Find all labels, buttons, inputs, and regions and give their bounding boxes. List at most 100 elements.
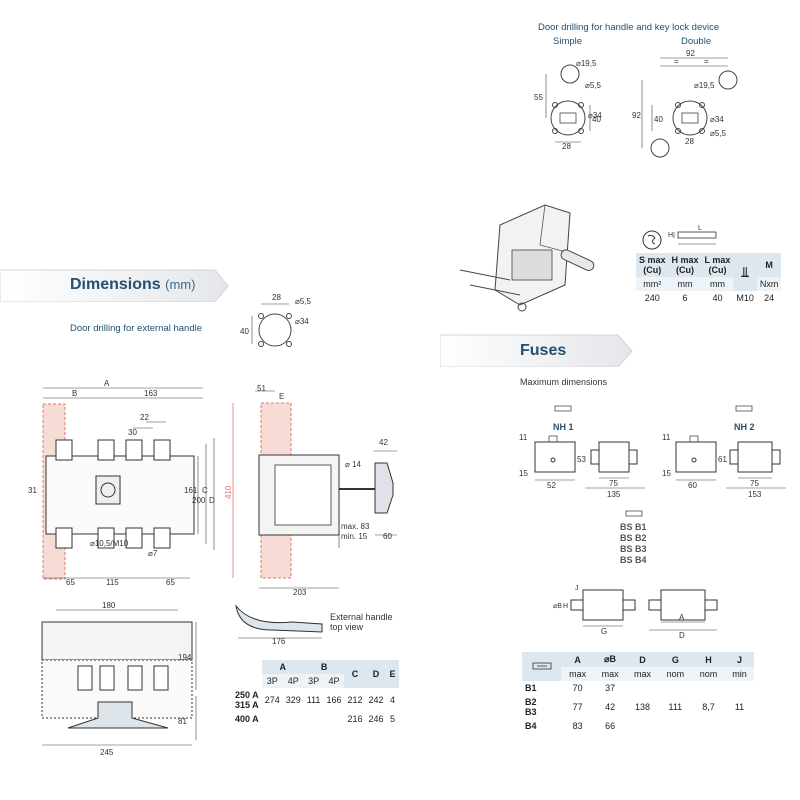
fuses-banner: [440, 334, 633, 367]
svg-text:C: C: [202, 486, 208, 495]
svg-text:180: 180: [102, 601, 116, 610]
fuses-subtitle: Maximum dimensions: [520, 377, 608, 387]
svg-text:135: 135: [607, 490, 621, 499]
svg-text:E: E: [279, 392, 284, 401]
svg-text:11: 11: [662, 433, 671, 442]
svg-text:163: 163: [144, 389, 158, 398]
svg-text:⌀5,5: ⌀5,5: [295, 297, 311, 306]
double-d55: ⌀5,5: [710, 129, 726, 138]
svg-text:min. 15: min. 15: [341, 532, 368, 541]
busbar-icon: [677, 231, 717, 239]
svg-text:D: D: [679, 631, 685, 640]
double-eq2: =: [704, 57, 709, 66]
svg-text:22: 22: [140, 413, 149, 422]
front-view-drawing: A B 163 30 22 31 161 200 C D ⌀10,5/M10 ⌀…: [28, 379, 215, 587]
fuse-table: A ⌀B D G H J max max max nom nom min B1 …: [522, 652, 754, 733]
svg-text:203: 203: [293, 588, 307, 597]
svg-text:51: 51: [257, 384, 266, 393]
double-w28: 28: [685, 137, 694, 146]
th-hmax: H max(Cu): [668, 253, 702, 277]
svg-text:A: A: [679, 613, 685, 622]
double-d34: ⌀34: [710, 115, 724, 124]
bs-fuse-icon: [625, 510, 643, 517]
bolt-icon: ⫫: [733, 253, 757, 291]
svg-text:200: 200: [192, 496, 206, 505]
svg-text:max. 83: max. 83: [341, 522, 370, 531]
screw-icon: [642, 230, 662, 250]
double-eq1: =: [674, 57, 679, 66]
svg-text:410: 410: [225, 485, 233, 499]
svg-text:153: 153: [748, 490, 762, 499]
svg-text:⌀B: ⌀B: [553, 603, 562, 610]
bs-labels: BS B1 BS B2 BS B3 BS B4: [620, 522, 647, 565]
svg-text:15: 15: [662, 469, 671, 478]
dimensions-banner: [0, 269, 229, 302]
double-h40: 40: [654, 115, 663, 124]
simple-w28: 28: [562, 142, 571, 150]
double-h92: 92: [632, 111, 641, 120]
bottom-view-drawing: 180 194 81 245: [41, 601, 197, 757]
th-m: M: [756, 253, 782, 277]
svg-text:75: 75: [609, 479, 618, 488]
svg-text:52: 52: [547, 481, 556, 490]
svg-text:42: 42: [379, 438, 388, 447]
svg-text:60: 60: [383, 532, 392, 541]
fuses-title: Fuses: [520, 342, 567, 359]
svg-text:53: 53: [577, 455, 586, 464]
handle-top-label: External handle top view: [330, 612, 393, 632]
simple-d34: ⌀34: [588, 111, 602, 120]
handle-top-view-drawing: 176: [235, 604, 323, 645]
svg-text:L: L: [698, 225, 702, 232]
external-drilling-drawing: 28 ⌀5,5 ⌀34 40: [240, 293, 311, 347]
simple-d195: ⌀19,5: [576, 59, 597, 68]
nh1-drawing: NH 1 11 15 52 53 75 135: [519, 405, 645, 499]
double-d195: ⌀19,5: [694, 81, 715, 90]
double-w92: 92: [686, 50, 695, 58]
svg-text:H: H: [668, 232, 673, 239]
svg-text:G: G: [601, 627, 607, 636]
svg-text:⌀34: ⌀34: [295, 317, 309, 326]
bs-fuse-drawing: J H ⌀B G A D: [553, 585, 718, 640]
svg-text:60: 60: [688, 481, 697, 490]
svg-text:⌀7: ⌀7: [148, 549, 158, 558]
svg-text:245: 245: [100, 748, 114, 757]
svg-text:176: 176: [272, 637, 286, 645]
svg-text:⌀10,5/M10: ⌀10,5/M10: [90, 539, 129, 548]
svg-text:A: A: [104, 379, 110, 388]
svg-text:H: H: [563, 603, 568, 610]
simple-d55: ⌀5,5: [585, 81, 601, 90]
side-view-drawing: 51 E 410 ⌀ 14 42 max. 83 min. 15 60 203: [225, 384, 397, 597]
svg-text:65: 65: [66, 578, 75, 587]
svg-text:⌀ 14: ⌀ 14: [345, 460, 361, 469]
nh2-drawing: NH 2 11 15 60 61 75 153: [662, 405, 786, 499]
simple-drilling-drawing: ⌀19,5 ⌀5,5 ⌀34 55 40 28: [534, 59, 602, 150]
svg-text:NH 2: NH 2: [734, 422, 755, 432]
svg-text:61: 61: [718, 455, 727, 464]
svg-text:28: 28: [272, 293, 281, 302]
svg-text:11: 11: [519, 433, 528, 442]
svg-text:30: 30: [128, 428, 137, 437]
simple-h40: 40: [592, 115, 601, 124]
simple-h55: 55: [534, 93, 543, 102]
svg-text:65: 65: [166, 578, 175, 587]
keylock-drilling-title: Door drilling for handle and key lock de…: [538, 22, 720, 33]
switch-isometric-drawing: [459, 204, 595, 312]
svg-text:B: B: [72, 389, 77, 398]
terminal-icons: H L: [642, 225, 717, 250]
th-smax: S max(Cu): [636, 253, 669, 277]
double-label: Double: [681, 36, 712, 47]
svg-text:75: 75: [750, 479, 759, 488]
svg-text:15: 15: [519, 469, 528, 478]
th-lmax: L max(Cu): [701, 253, 734, 277]
svg-text:161: 161: [184, 486, 198, 495]
dimensions-title: Dimensions (mm): [70, 276, 196, 293]
svg-text:D: D: [209, 496, 215, 505]
fuse-icon: [522, 652, 562, 681]
double-drilling-drawing: 92 = = ⌀19,5 ⌀34 ⌀5,5 92 40 28: [632, 50, 738, 158]
simple-label: Simple: [553, 36, 583, 47]
svg-text:NH 1: NH 1: [553, 422, 574, 432]
svg-text:115: 115: [106, 578, 119, 587]
svg-text:J: J: [575, 585, 579, 592]
external-drilling-caption: Door drilling for external handle: [70, 323, 203, 334]
svg-text:31: 31: [28, 486, 37, 495]
